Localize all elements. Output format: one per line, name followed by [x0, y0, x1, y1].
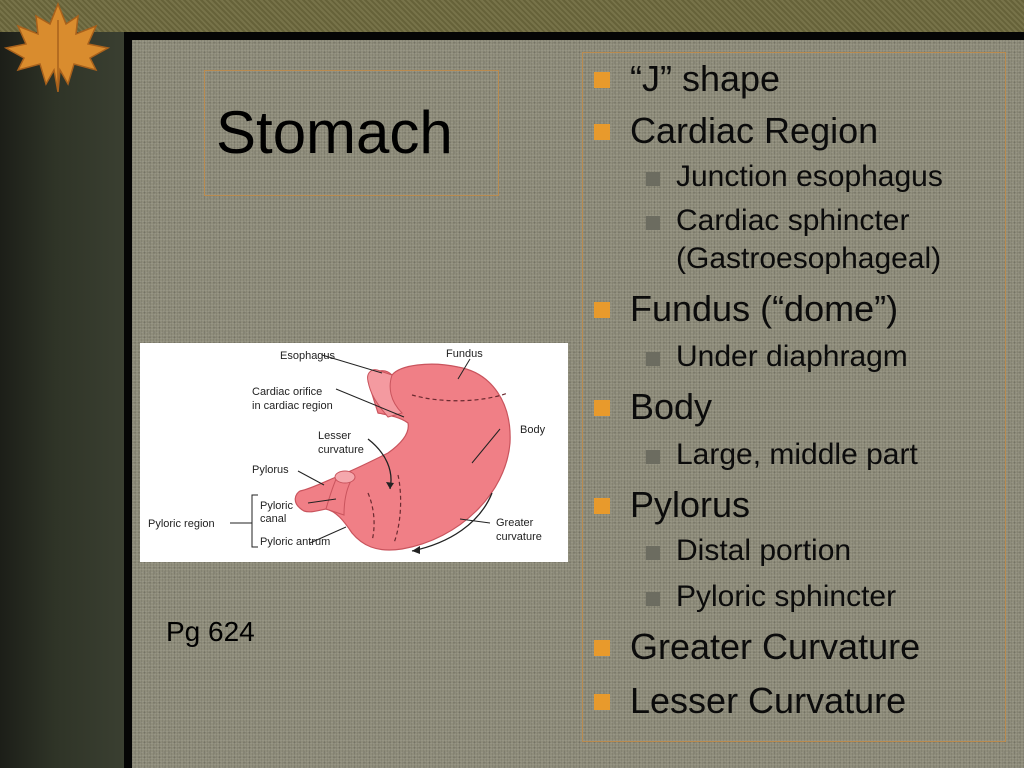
label-pyloric-region: Pyloric region [148, 518, 215, 530]
top-texture-band [0, 0, 1024, 32]
label-pyloric-canal-1: Pyloric [260, 500, 294, 512]
bullet-text: Fundus (“dome”) [630, 288, 899, 329]
bullet-square-icon [646, 592, 660, 606]
bullet-square-icon [646, 352, 660, 366]
bullet-square-icon [594, 124, 610, 140]
bullet-square-icon [594, 72, 610, 88]
bullet-text: Under diaphragm [676, 340, 908, 373]
bullet-square-icon [594, 694, 610, 710]
label-pyloric-antrum: Pyloric antrum [260, 536, 330, 548]
stomach-illustration: Esophagus Fundus Cardiac orifice in card… [148, 348, 546, 554]
esophagus-shape [367, 369, 403, 418]
bullet-square-icon [594, 498, 610, 514]
bullet-square-icon [594, 640, 610, 656]
label-body: Body [520, 424, 546, 436]
bullet-text: Large, middle part [676, 438, 918, 471]
bullet-square-icon [594, 302, 610, 318]
bullet-text: Body [630, 386, 713, 427]
bullet-text: “J” shape [630, 58, 781, 99]
bullet-square-icon [646, 216, 660, 230]
label-fundus: Fundus [446, 348, 483, 360]
label-lesser-curvature-2: curvature [318, 444, 364, 456]
slide-title: Stomach [216, 99, 453, 166]
bullet-square-icon [646, 172, 660, 186]
bullet-text: Cardiac sphincter [676, 204, 910, 237]
bullet-list-box [582, 52, 1006, 742]
bullet-square-icon [646, 450, 660, 464]
bullet-text: Cardiac Region [630, 110, 879, 151]
maple-leaf-icon [4, 1, 111, 92]
bullet-text: Pylorus [630, 484, 751, 525]
label-greater-curvature-1: Greater [496, 517, 534, 529]
bullet-square-icon [594, 400, 610, 416]
bullet-text: Greater Curvature [630, 626, 921, 667]
page-reference: Pg 624 [166, 616, 255, 647]
label-cardiac-orifice-2: in cardiac region [252, 400, 333, 412]
bullet-text: Pyloric sphincter [676, 580, 897, 613]
bullet-square-icon [646, 546, 660, 560]
label-greater-curvature-2: curvature [496, 531, 542, 543]
stomach-diagram: Esophagus Fundus Cardiac orifice in card… [140, 343, 568, 562]
bullet-text: Junction esophagus [676, 160, 943, 193]
label-lesser-curvature-1: Lesser [318, 430, 351, 442]
label-esophagus: Esophagus [280, 350, 336, 362]
bullet-text: (Gastroesophageal) [676, 242, 942, 275]
title-box [204, 70, 499, 196]
stomach-shape [294, 363, 511, 551]
label-cardiac-orifice-1: Cardiac orifice [252, 386, 322, 398]
label-pylorus: Pylorus [252, 464, 289, 476]
label-pyloric-canal-2: canal [260, 513, 286, 525]
bullet-text: Distal portion [676, 534, 852, 567]
bullet-text: Lesser Curvature [630, 680, 907, 721]
left-dark-band [0, 32, 124, 768]
